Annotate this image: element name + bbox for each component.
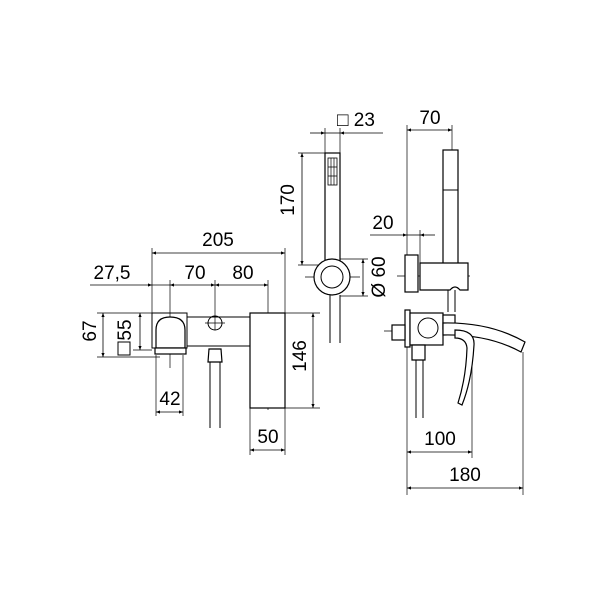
shower-head-side xyxy=(442,149,459,266)
side-view: 70 20 100 180 xyxy=(370,108,526,495)
dim-180: 180 xyxy=(449,465,481,486)
holder-outer-circle xyxy=(313,258,351,296)
dim-70-front: 70 xyxy=(184,263,205,284)
square-section-symbol xyxy=(117,341,131,356)
dim-50: 50 xyxy=(257,427,278,448)
dim-80: 80 xyxy=(232,263,253,284)
body-block xyxy=(249,312,286,409)
shower-dimension-lines xyxy=(300,131,383,296)
mixer-cartridge-circle xyxy=(417,317,439,339)
dim-67: 67 xyxy=(80,320,101,341)
side-dimension-lines xyxy=(370,128,523,490)
spout-outlet xyxy=(155,316,186,349)
dim-100: 100 xyxy=(424,429,456,450)
dim-42: 42 xyxy=(159,389,180,410)
connector-nut xyxy=(207,348,223,363)
dim-70-side: 70 xyxy=(419,108,440,129)
mixer-flange xyxy=(404,309,411,348)
front-view: 205 27,5 70 80 67 55 42 146 50 xyxy=(80,230,320,455)
mixer-front-body xyxy=(117,312,286,428)
dim-diameter-60: Ø 60 xyxy=(369,256,390,297)
holder-inner-circle xyxy=(320,265,344,289)
side-connector-nut xyxy=(411,344,426,361)
nozzle-grid xyxy=(327,157,338,186)
lever-handle xyxy=(454,329,475,406)
dim-55: 55 xyxy=(115,319,136,340)
hand-shower-view: □ 23 170 Ø 60 xyxy=(278,110,390,343)
mixer-knob-stub xyxy=(391,324,406,341)
dim-27-5: 27,5 xyxy=(94,263,131,284)
dim-170: 170 xyxy=(278,184,299,216)
dim-square-23: □ 23 xyxy=(337,110,375,131)
dim-205: 205 xyxy=(202,230,234,251)
front-dimension-lines xyxy=(90,251,315,452)
dim-20: 20 xyxy=(372,213,393,234)
wall-flange xyxy=(404,254,419,293)
dim-146: 146 xyxy=(290,340,311,372)
holder-body-side xyxy=(419,262,469,291)
